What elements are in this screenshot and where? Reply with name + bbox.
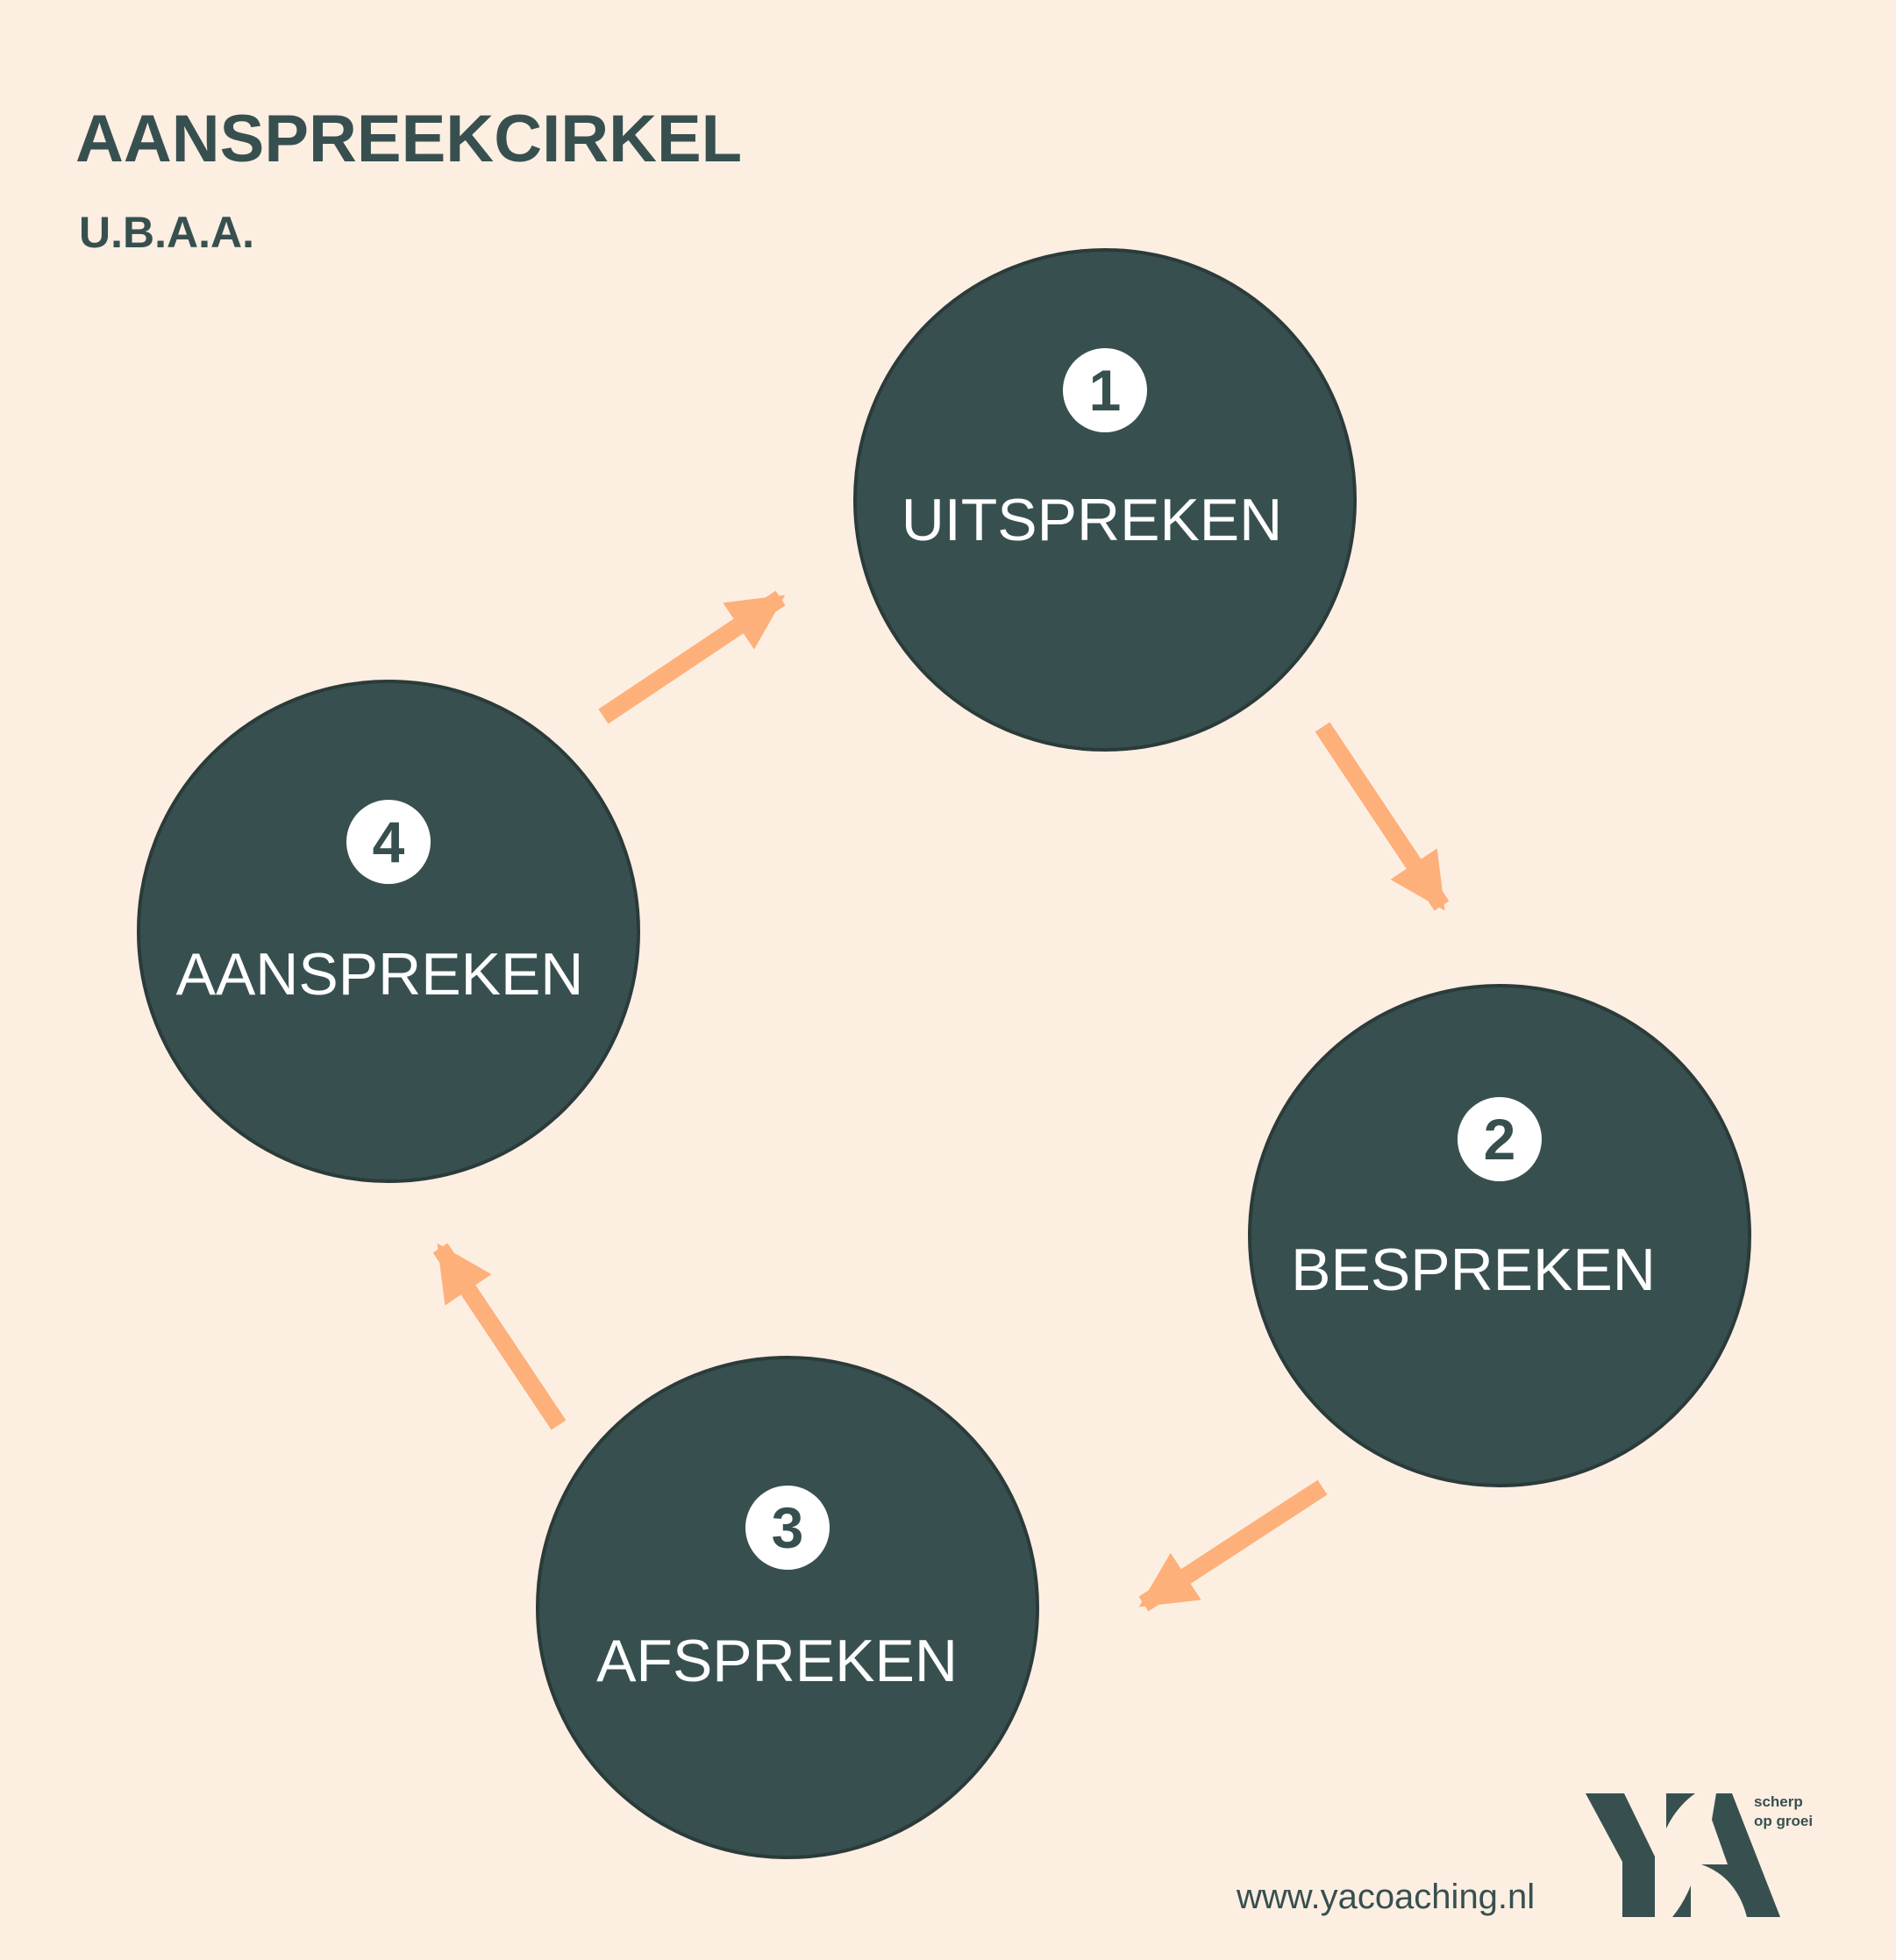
number-badge (1458, 1097, 1542, 1181)
step-2: 2 BESPREKEN (1248, 984, 1751, 1487)
step-label: BESPREKEN (1291, 1237, 1656, 1303)
arrow-3-to-4 (432, 1243, 567, 1430)
step-number: 2 (1484, 1107, 1516, 1172)
step-label: AANSPREKEN (176, 941, 584, 1008)
step-number: 3 (772, 1495, 804, 1560)
arrow-4-to-1 (598, 590, 786, 724)
step-circle (1248, 984, 1751, 1487)
ya-logo: scherp op groei (1586, 1793, 1813, 1917)
step-3: 3 AFSPREKEN (536, 1356, 1039, 1859)
step-circle (853, 248, 1357, 752)
website-url[interactable]: www.yacoaching.nl (1236, 1878, 1535, 1916)
step-circle (536, 1356, 1039, 1859)
logo-tagline: op groei (1754, 1813, 1813, 1829)
step-1: 1 UITSPREKEN (853, 248, 1357, 752)
logo-letter-a (1701, 1793, 1780, 1917)
arrow-2-to-3 (1138, 1479, 1328, 1612)
step-number: 4 (373, 809, 405, 874)
number-badge (1063, 348, 1147, 432)
page-title: AANSPREEKCIRKEL (75, 102, 742, 176)
step-circle (137, 680, 640, 1183)
logo-letter-y (1586, 1793, 1655, 1917)
step-label: UITSPREKEN (902, 487, 1283, 553)
logo-tagline: scherp (1754, 1793, 1803, 1810)
number-badge (346, 800, 431, 884)
arrow-1-to-2 (1315, 722, 1450, 911)
step-number: 1 (1089, 358, 1122, 423)
step-4: 4 AANSPREKEN (137, 680, 640, 1183)
step-label: AFSPREKEN (596, 1628, 958, 1694)
number-badge (745, 1486, 830, 1570)
page-subtitle: U.B.A.A. (79, 208, 254, 257)
